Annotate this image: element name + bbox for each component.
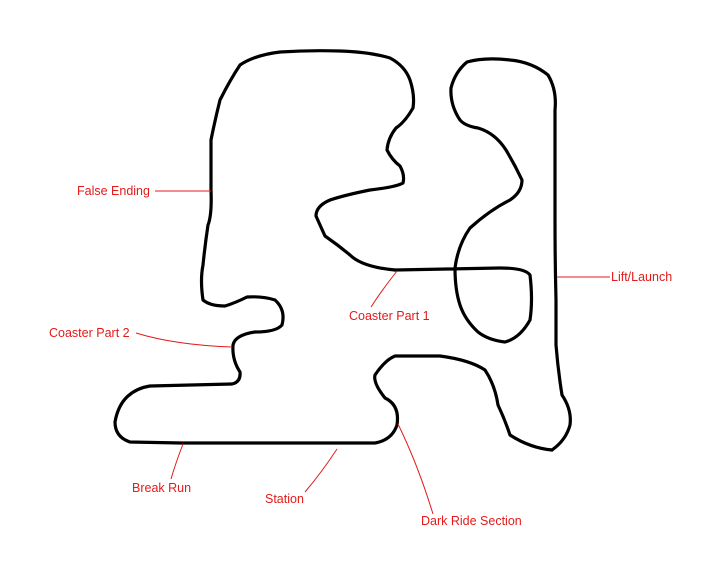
dark-ride-leader — [397, 423, 434, 515]
track-left-outline — [113, 49, 416, 445]
coaster-part-1-leader — [370, 270, 398, 308]
break-run-label: Break Run — [132, 481, 191, 495]
dark-ride-section-label: Dark Ride Section — [421, 514, 522, 528]
break-run-leader — [170, 443, 184, 480]
station-leader — [304, 448, 338, 493]
lift-launch-label: Lift/Launch — [611, 270, 672, 284]
track-right-section — [393, 57, 572, 452]
station-label: Station — [265, 492, 304, 506]
track-left-section — [179, 354, 554, 452]
coaster-part-2-label: Coaster Part 2 — [49, 326, 130, 340]
coaster-part-1-label: Coaster Part 1 — [349, 309, 430, 323]
false-ending-label: False Ending — [77, 184, 150, 198]
coaster-part-2-leader — [135, 332, 233, 348]
